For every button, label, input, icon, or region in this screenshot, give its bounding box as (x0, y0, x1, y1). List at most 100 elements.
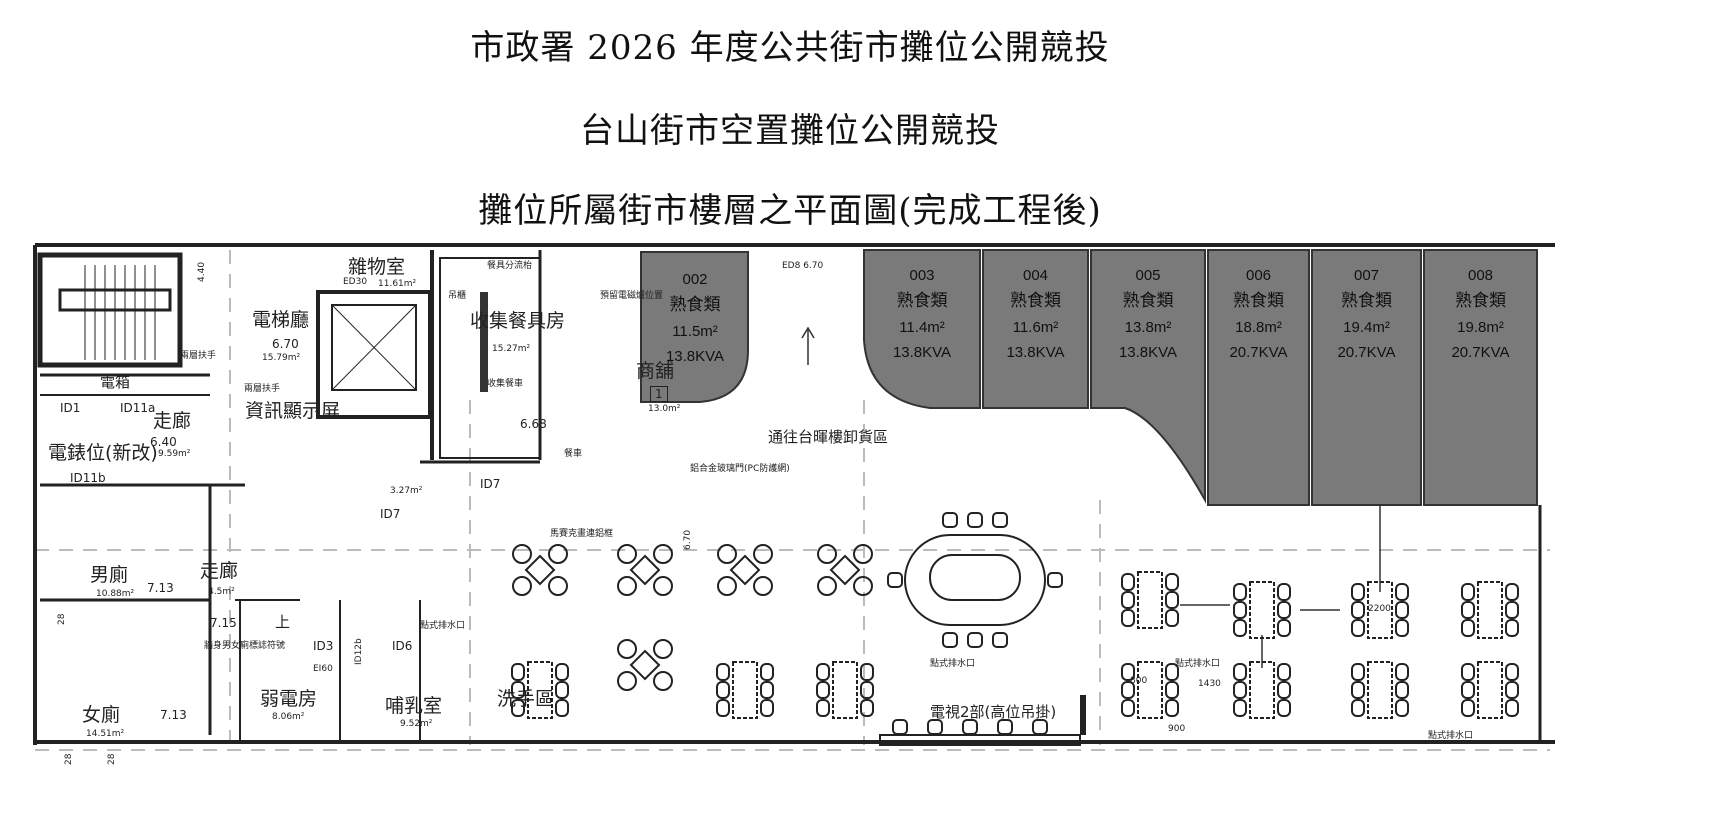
chair (1505, 583, 1519, 601)
note-label: 兩層扶手 (244, 384, 281, 394)
stall-id: 007 (1353, 267, 1380, 284)
chair (942, 512, 958, 528)
note-label: 牆身男女廁標誌符號 (204, 641, 286, 651)
stall-power: 13.8KVA (665, 348, 725, 365)
area-label: 3.27m² (390, 486, 423, 496)
chair (1461, 619, 1475, 637)
stall-008[interactable]: 008 熟食類 19.8m² 20.7KVA (1424, 268, 1537, 370)
level-mark: 7.13 (160, 708, 187, 722)
chair (816, 681, 830, 699)
chair (1121, 699, 1135, 717)
chair (853, 576, 873, 596)
chair (653, 671, 673, 691)
door-label: ID1 (60, 401, 81, 415)
stall-004[interactable]: 004 熟食類 11.6m² 13.8KVA (983, 268, 1088, 370)
stall-area: 13.8m² (1124, 319, 1172, 336)
stall-id: 008 (1467, 267, 1494, 284)
chair (717, 544, 737, 564)
chair (992, 512, 1008, 528)
stall-power: 13.8KVA (1118, 344, 1178, 361)
chair (997, 719, 1013, 735)
chair (1165, 591, 1179, 609)
stall-id: 003 (909, 267, 935, 284)
chair (1233, 583, 1247, 601)
stall-power: 13.8KVA (1006, 344, 1065, 361)
chair (653, 576, 673, 596)
stall-005[interactable]: 005 熟食類 13.8m² 13.8KVA (1091, 268, 1205, 370)
grid-lines (35, 250, 1550, 751)
stall-002[interactable]: 002 熟食類 11.5m² 13.8KVA (641, 272, 749, 374)
door-label: ID11a (120, 401, 156, 415)
chair (512, 576, 532, 596)
chair (1277, 583, 1291, 601)
stall-area: 18.8m² (1235, 319, 1282, 336)
square-table (729, 554, 761, 586)
stall-shape-003 (863, 249, 981, 409)
chair (860, 681, 874, 699)
stall-006[interactable]: 006 熟食類 18.8m² 20.7KVA (1208, 268, 1309, 370)
shop-number: 1 (650, 386, 668, 402)
chair (1277, 663, 1291, 681)
note-label: 鋁合金玻璃門(PC防護網) (690, 464, 790, 474)
chair (1121, 609, 1135, 627)
chair (1233, 601, 1247, 619)
chair (512, 544, 532, 564)
chair (887, 572, 903, 588)
stall-007[interactable]: 007 熟食類 19.4m² 20.7KVA (1312, 268, 1421, 370)
note-label: 餐具分流枱 (487, 261, 533, 271)
area-label: 14.51m² (86, 729, 125, 739)
chair (992, 632, 1008, 648)
note-label: 吊櫃 (448, 291, 467, 301)
chair (1505, 699, 1519, 717)
chair (1395, 681, 1409, 699)
chair (617, 639, 637, 659)
dining-table (832, 661, 858, 719)
stall-category: 熟食類 (896, 291, 948, 311)
level-mark: 7.13 (147, 581, 174, 595)
room-label: 雜物室 (348, 256, 406, 278)
chair (1351, 663, 1365, 681)
chair (1277, 699, 1291, 717)
document-title: 市政署 2026 年度公共街市攤位公開競投 (470, 28, 1110, 68)
chair (1461, 699, 1475, 717)
dining-table (732, 661, 758, 719)
door-label: ID3 (313, 639, 334, 653)
stall-shape-008 (1423, 249, 1538, 506)
chair (892, 719, 908, 735)
chair (1351, 699, 1365, 717)
dining-table (1249, 661, 1275, 719)
tv-label: 電視2部(高位吊掛) (930, 703, 1057, 721)
dimension-label: 900 (1168, 724, 1186, 734)
chair (555, 663, 569, 681)
room-label: 電梯廳 (252, 309, 310, 331)
chair (1505, 681, 1519, 699)
stall-area: 19.4m² (1343, 319, 1390, 336)
stall-shape-006 (1207, 249, 1310, 506)
chair (967, 512, 983, 528)
stall-shape-007 (1311, 249, 1422, 506)
area-label: 10.88m² (96, 589, 135, 599)
chair (1165, 699, 1179, 717)
room-label: 走廊 (200, 560, 239, 582)
chair (967, 632, 983, 648)
chair (1121, 591, 1135, 609)
chair (1505, 601, 1519, 619)
stall-category: 熟食類 (1341, 291, 1392, 311)
stall-category: 熟食類 (1122, 291, 1174, 311)
chair (1351, 619, 1365, 637)
dining-table (1477, 581, 1503, 639)
note-label: 預留電磁爐位置 (600, 291, 664, 301)
document-subtitle: 台山街市空置攤位公開競投 (580, 111, 1000, 151)
chair (653, 544, 673, 564)
stall-003[interactable]: 003 熟食類 11.4m² 13.8KVA (864, 268, 980, 370)
chair (1505, 663, 1519, 681)
drain-label: 點式排水口 (1175, 659, 1221, 669)
chair (1233, 619, 1247, 637)
area-label: 9.52m² (400, 719, 433, 729)
square-table (629, 554, 661, 586)
fire-rating: EI60 (313, 664, 333, 674)
area-label: 13.0m² (648, 404, 681, 414)
square-table (524, 554, 556, 586)
chair (860, 699, 874, 717)
banquet-table (904, 534, 1046, 626)
